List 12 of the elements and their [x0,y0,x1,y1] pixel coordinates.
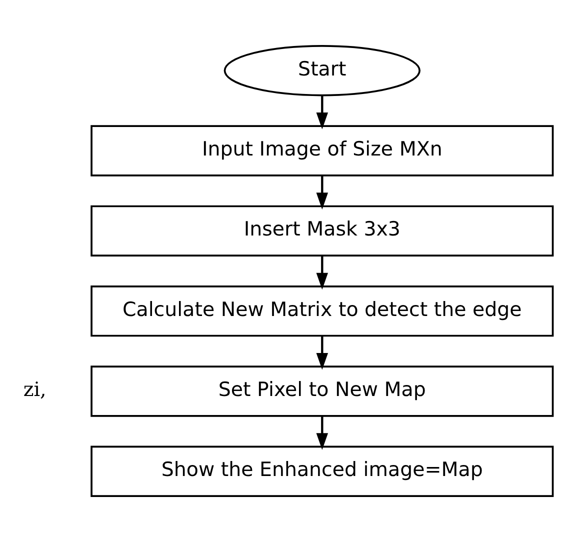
node-box: Show the Enhanced image=Map [90,446,554,497]
node-box: Input Image of Size MXn [90,125,554,176]
arrow [316,176,328,210]
arrow [316,96,328,130]
arrow [316,336,328,370]
node-ellipse: Start [224,45,420,96]
node-box: Set Pixel to New Map [90,366,554,417]
arrow [316,416,328,450]
arrow [316,256,328,290]
node-box: Insert Mask 3x3 [90,205,554,256]
label: zi, [23,378,46,401]
node-box: Calculate New Matrix to detect the edge [90,286,554,337]
